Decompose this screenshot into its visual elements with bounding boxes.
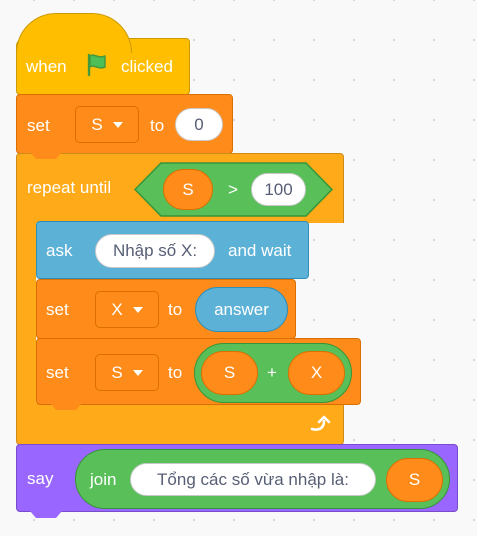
variable-reporter-s[interactable]: S bbox=[201, 351, 258, 395]
set-label: set bbox=[46, 300, 69, 319]
ask-label: ask bbox=[46, 241, 73, 260]
greater-than-condition[interactable]: S > 100 bbox=[134, 162, 333, 217]
plus-operator: + bbox=[267, 363, 277, 382]
connector-notch bbox=[50, 403, 82, 410]
and-wait-label: and wait bbox=[228, 241, 292, 260]
when-flag-clicked-block[interactable]: when clicked bbox=[16, 13, 190, 95]
chevron-down-icon bbox=[132, 369, 143, 376]
green-flag-icon[interactable] bbox=[83, 51, 111, 79]
when-label: when bbox=[26, 57, 67, 76]
connector-notch bbox=[30, 152, 62, 159]
set-label: set bbox=[27, 116, 50, 135]
connector-notch bbox=[30, 511, 62, 518]
set-s-to-sum-block[interactable]: set S to S + X bbox=[36, 338, 361, 405]
variable-dropdown-s[interactable]: S bbox=[95, 354, 159, 391]
greater-than-operator: > bbox=[228, 180, 238, 199]
variable-reporter-x[interactable]: X bbox=[288, 351, 345, 395]
repeat-left-arm bbox=[16, 220, 36, 405]
variable-reporter-s[interactable]: S bbox=[386, 458, 443, 502]
variable-name: X bbox=[111, 299, 123, 319]
to-label: to bbox=[168, 363, 183, 382]
variable-reporter-s[interactable]: S bbox=[163, 169, 213, 210]
say-label: say bbox=[27, 469, 54, 488]
join-operator-reporter[interactable]: join Tổng các số vừa nhập là: S bbox=[75, 449, 450, 509]
limit-input[interactable]: 100 bbox=[251, 173, 306, 206]
join-label: join bbox=[90, 470, 117, 489]
variable-dropdown-s[interactable]: S bbox=[75, 106, 139, 143]
chevron-down-icon bbox=[132, 306, 143, 313]
set-x-to-answer-block[interactable]: set X to answer bbox=[36, 279, 296, 339]
to-label: to bbox=[150, 116, 165, 135]
loop-arrow-icon bbox=[310, 415, 331, 431]
variable-name: S bbox=[91, 114, 103, 134]
answer-reporter[interactable]: answer bbox=[195, 287, 288, 332]
chevron-down-icon bbox=[112, 121, 123, 128]
add-operator-reporter[interactable]: S + X bbox=[194, 343, 352, 403]
repeat-until-block[interactable]: repeat until S > 100 bbox=[16, 153, 344, 223]
repeat-until-label: repeat until bbox=[27, 178, 112, 197]
join-text-input[interactable]: Tổng các số vừa nhập là: bbox=[130, 463, 376, 496]
variable-dropdown-x[interactable]: X bbox=[95, 291, 159, 328]
say-block[interactable]: say join Tổng các số vừa nhập là: S bbox=[16, 444, 458, 512]
question-input[interactable]: Nhập số X: bbox=[95, 234, 215, 268]
clicked-label: clicked bbox=[121, 57, 173, 76]
hat-cap bbox=[16, 13, 132, 53]
set-s-to-zero-block[interactable]: set S to 0 bbox=[16, 94, 233, 154]
set-label: set bbox=[46, 363, 69, 382]
to-label: to bbox=[168, 300, 183, 319]
ask-and-wait-block[interactable]: ask Nhập số X: and wait bbox=[36, 221, 309, 279]
variable-name: S bbox=[111, 362, 123, 382]
value-input[interactable]: 0 bbox=[175, 108, 223, 141]
